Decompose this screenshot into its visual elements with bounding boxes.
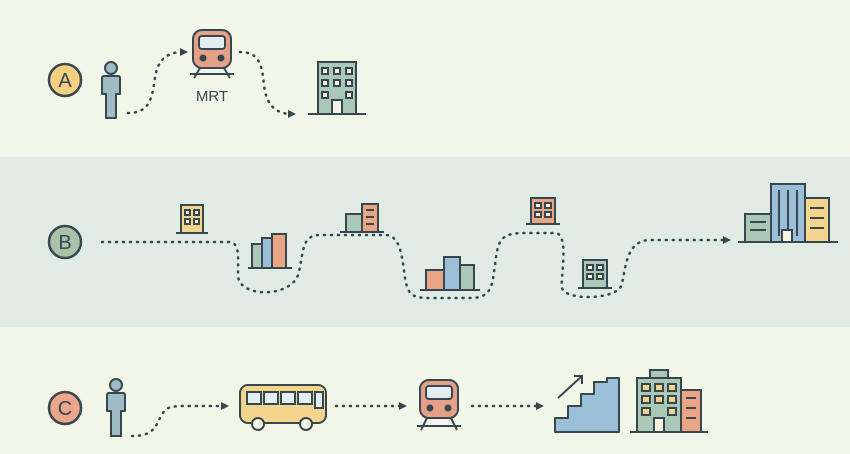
row-a-badge: A: [47, 62, 83, 98]
row-c-label: C: [58, 398, 72, 420]
stairs-up-icon: [554, 375, 620, 433]
row-c-badge: C: [47, 390, 83, 426]
building-icon: [340, 203, 384, 233]
train-icon: [190, 29, 234, 79]
office-building-icon: [308, 61, 366, 115]
row-b-badge: B: [47, 224, 83, 260]
building-cluster-icon: [248, 233, 292, 269]
route-a-segment-1: [126, 48, 188, 115]
train-icon: [417, 379, 461, 431]
building-cluster-icon: [420, 256, 480, 291]
route-a-segment-2: [238, 50, 296, 118]
person-icon: [101, 61, 121, 119]
building-icon: [176, 204, 208, 234]
row-a-label: A: [58, 70, 72, 92]
row-b-band: [0, 157, 850, 327]
train-label: MRT: [196, 88, 228, 105]
city-skyline-icon: [738, 183, 838, 243]
route-b-path: [100, 231, 731, 300]
building-icon: [578, 259, 612, 289]
building-icon: [526, 197, 560, 225]
row-a-band: [0, 0, 850, 157]
person-icon: [106, 378, 126, 437]
office-building-icon: [630, 369, 708, 433]
row-b-label: B: [58, 232, 71, 254]
route-c-segment-1: [130, 402, 229, 438]
bus-icon: [239, 384, 327, 431]
